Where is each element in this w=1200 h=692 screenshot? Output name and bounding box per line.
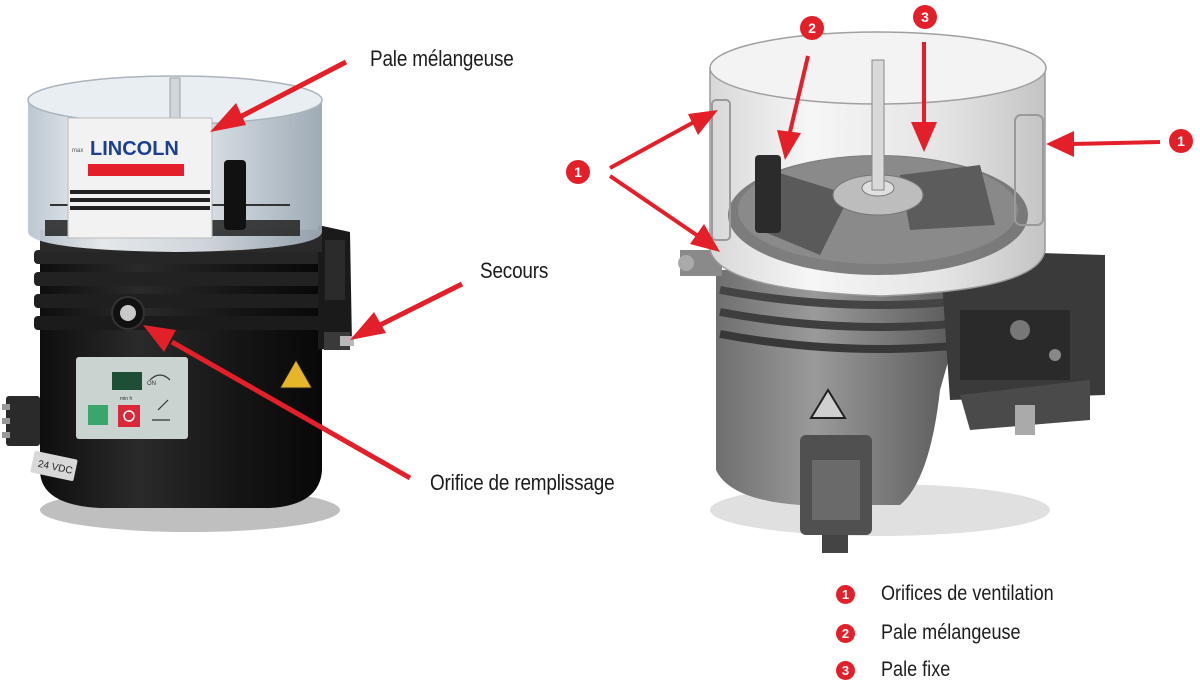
legend-badge-1: 1: [836, 584, 855, 604]
annotation-arrows: [143, 42, 1161, 481]
left-pump-illustration: 24 VDC ON min h max LINCOLN: [2, 75, 354, 532]
legend-item-3: 3 Pale fixe: [836, 658, 962, 682]
callout-badge-1-left: 1: [566, 160, 590, 184]
lincoln-logo: LINCOLN: [90, 138, 179, 160]
callout-1-left-number: 1: [574, 164, 582, 180]
callout-2-number: 2: [808, 20, 816, 36]
legend-text-3: Pale fixe: [881, 658, 951, 681]
callout-badge-3: 3: [913, 5, 937, 29]
callout-badges: 1 1 2 3: [566, 5, 1193, 184]
legend-text-1: Orifices de ventilation: [881, 582, 1054, 605]
label-orifice-remplissage: Orifice de remplissage: [430, 470, 615, 495]
label-pale-melangeuse: Pale mélangeuse: [370, 46, 514, 71]
callout-badge-1-right: 1: [1169, 129, 1193, 153]
legend-badge-3: 3: [836, 660, 855, 680]
callout-3-number: 3: [921, 9, 929, 25]
legend-text-2: Pale mélangeuse: [881, 621, 1021, 644]
label-secours: Secours: [480, 258, 549, 283]
logo-small-text: max: [72, 148, 83, 154]
callout-badge-2: 2: [800, 16, 824, 40]
callout-1-right-number: 1: [1177, 133, 1185, 149]
panel-mode-text: min h: [120, 396, 132, 402]
right-pump-illustration: [678, 31, 1105, 553]
panel-on-text: ON: [147, 381, 156, 387]
legend-badge-2: 2: [836, 623, 855, 643]
legend-item-2: 2 Pale mélangeuse: [836, 621, 1043, 645]
legend-item-1: 1 Orifices de ventilation: [836, 582, 1082, 606]
